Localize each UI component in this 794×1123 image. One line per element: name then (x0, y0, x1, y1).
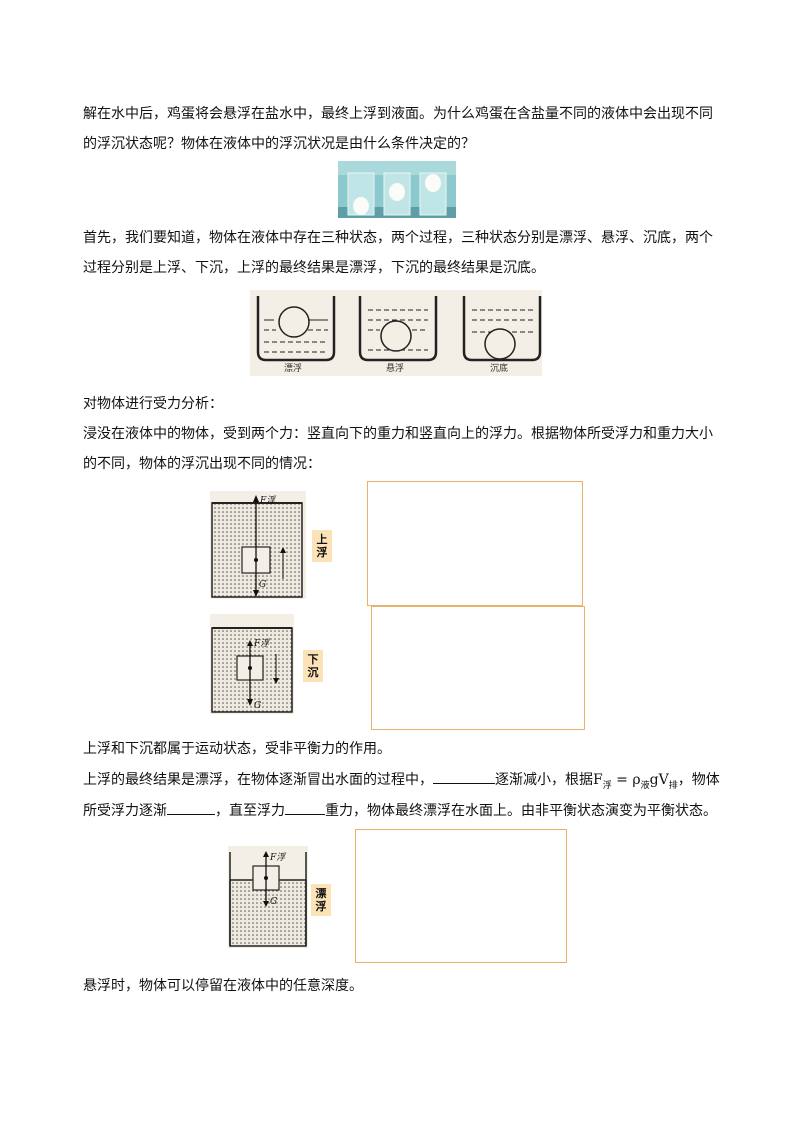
float-force-label: F浮 (269, 852, 287, 863)
rising-diagram: F浮 G (210, 491, 306, 599)
beaker-suspended (358, 296, 438, 362)
tag-float: 漂浮 (311, 884, 331, 916)
fill-blank-3[interactable] (285, 800, 325, 815)
paragraph-line: 上浮和下沉都属于运动状态，受非平衡力的作用。 (83, 741, 391, 757)
answer-box-float[interactable] (355, 829, 567, 963)
sinking-diagram: F浮 G (210, 614, 294, 714)
paragraph-line: 的不同，物体的浮沉出现不同的情况： (83, 456, 321, 472)
paragraph-line: 对物体进行受力分析： (83, 396, 223, 412)
paragraph-line: 的浮沉状态呢？物体在液体中的浮沉状况是由什么条件决定的？ (83, 136, 475, 152)
paragraph-line-with-blanks: 上浮的最终结果是漂浮，在物体逐渐冒出水面的过程中，逐渐减小，根据F浮 = ρ液g… (83, 769, 720, 796)
paragraph-line: 悬浮时，物体可以停留在液体中的任意深度。 (83, 978, 363, 994)
answer-box-sink[interactable] (371, 606, 585, 730)
state-label-sunk: 沉底 (490, 362, 508, 374)
floating-diagram: F浮 G (228, 846, 308, 948)
tag-sink: 下沉 (303, 650, 323, 682)
beaker-floating (256, 296, 336, 362)
float-force-label: F浮 (253, 638, 271, 649)
beaker-sunk (462, 296, 542, 362)
state-label-floating: 漂浮 (284, 362, 302, 374)
gravity-label: G (254, 701, 261, 711)
three-states-diagram: 漂浮 悬浮 沉底 (250, 290, 542, 376)
egg-photo (338, 161, 456, 218)
tag-rise: 上浮 (312, 530, 332, 562)
gravity-label: G (270, 897, 277, 907)
paragraph-line: 首先，我们要知道，物体在液体中存在三种状态，两个过程，三种状态分别是漂浮、悬浮、… (83, 230, 713, 246)
float-force-label: F浮 (259, 495, 277, 506)
answer-box-rise[interactable] (367, 481, 583, 606)
state-label-suspended: 悬浮 (386, 362, 404, 374)
paragraph-line: 解在水中后，鸡蛋将会悬浮在盐水中，最终上浮到液面。为什么鸡蛋在含盐量不同的液体中… (83, 106, 713, 122)
gravity-label: G (259, 580, 266, 590)
paragraph-line-with-blanks: 所受浮力逐渐，直至浮力重力，物体最终漂浮在水面上。由非平衡状态演变为平衡状态。 (83, 800, 717, 821)
paragraph-line: 浸没在液体中的物体，受到两个力：竖直向下的重力和竖直向上的浮力。根据物体所受浮力… (83, 426, 713, 442)
fill-blank-2[interactable] (167, 800, 215, 815)
buoyancy-formula: F浮 = ρ液gV排 (593, 772, 678, 791)
fill-blank-1[interactable] (433, 769, 495, 784)
paragraph-line: 过程分别是上浮、下沉，上浮的最终结果是漂浮，下沉的最终结果是沉底。 (83, 260, 545, 276)
